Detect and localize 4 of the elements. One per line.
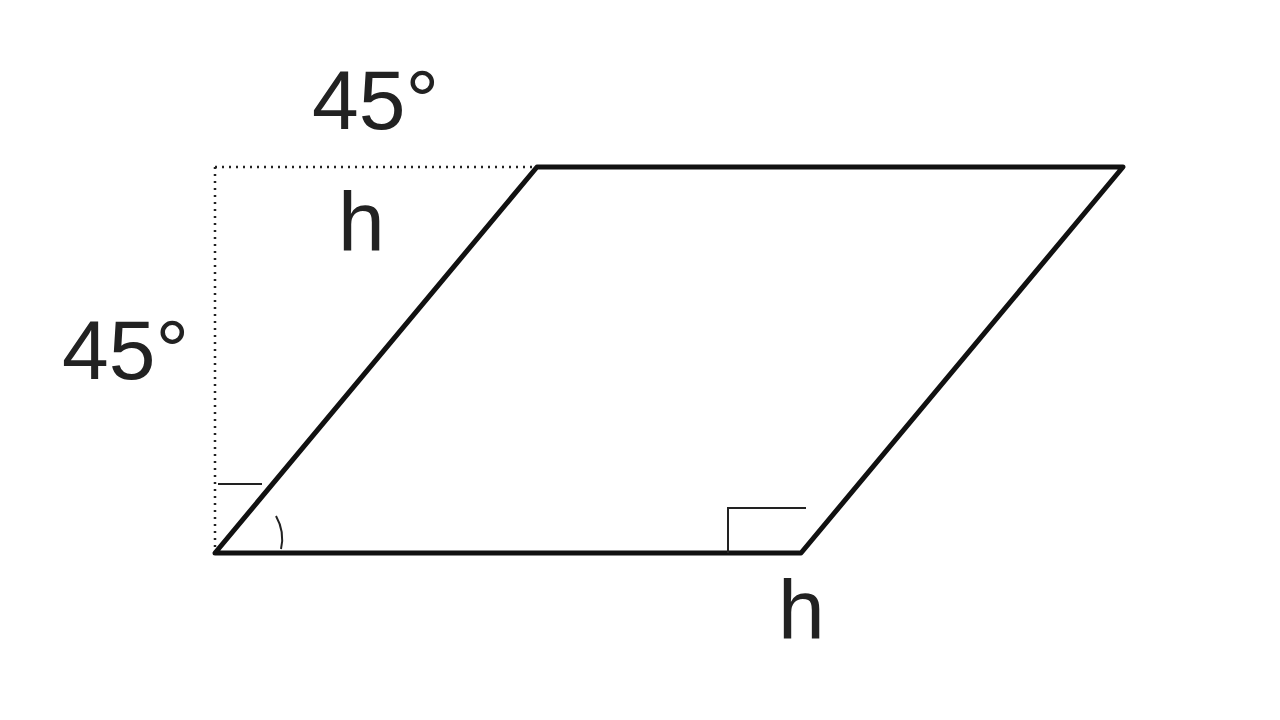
angle-label: 45°: [62, 308, 190, 392]
angle-label: 45°: [312, 58, 440, 142]
height-label: h: [338, 180, 385, 264]
height-label: h: [778, 568, 825, 652]
